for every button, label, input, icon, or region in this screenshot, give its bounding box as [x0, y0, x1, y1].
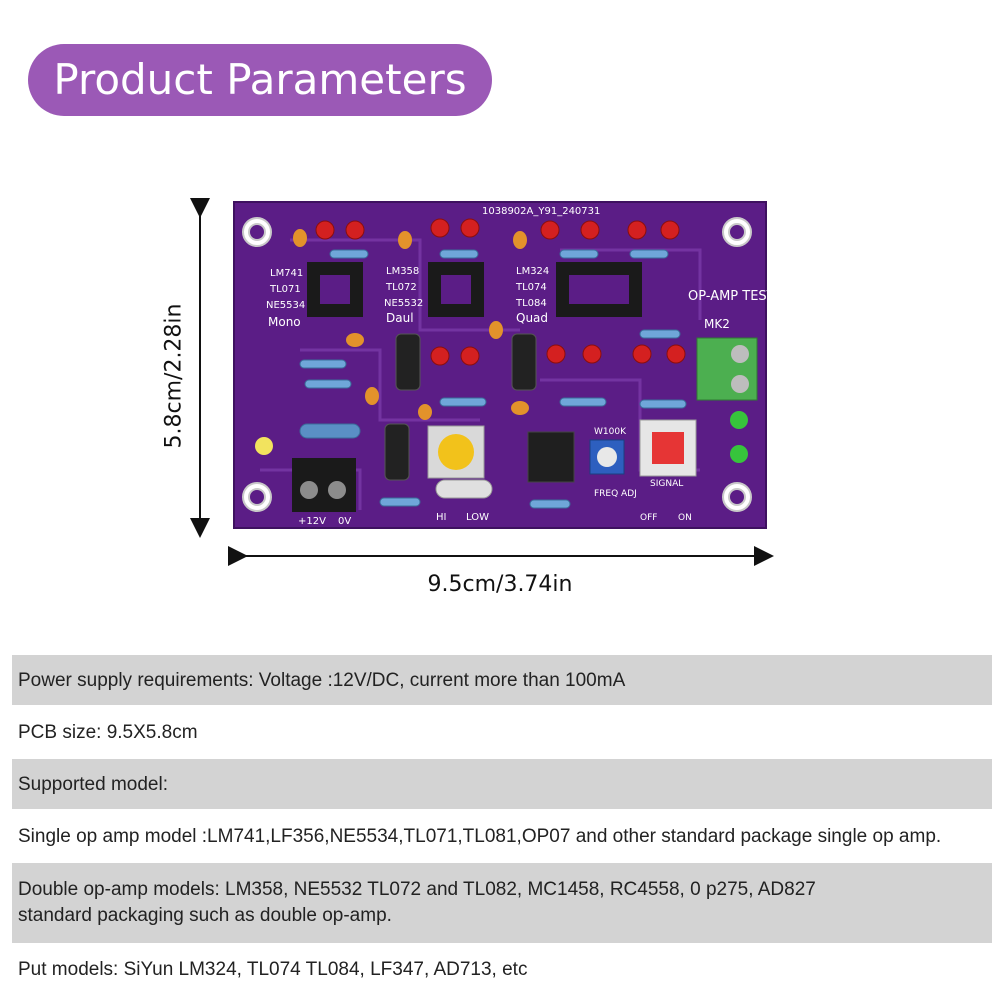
power-terminal-block: [292, 458, 356, 512]
product-image: 1038902A_Y91_240731 LM741 TL071 NE5534 M…: [190, 198, 792, 566]
signal-ic: [527, 431, 575, 483]
width-dimension-label: 9.5cm/3.74in: [427, 572, 573, 597]
spec-table: Power supply requirements: Voltage :12V/…: [12, 655, 992, 995]
ic-socket-mono: [307, 262, 363, 317]
svg-text:Quad: Quad: [516, 311, 548, 325]
serial-label: 1038902A_Y91_240731: [482, 206, 600, 217]
spec-row-supported-model: Supported model:: [12, 759, 992, 811]
mounting-holes: [242, 217, 752, 512]
svg-text:0V: 0V: [338, 516, 351, 527]
svg-text:LOW: LOW: [466, 512, 489, 523]
svg-text:MK2: MK2: [704, 317, 730, 331]
green-terminal-block: [696, 337, 758, 401]
height-dimension-label: 5.8cm/2.28in: [161, 303, 187, 449]
svg-text:LM741: LM741: [270, 268, 303, 279]
svg-text:NE5534: NE5534: [266, 300, 305, 311]
svg-text:Daul: Daul: [386, 311, 414, 325]
trimpot-w100k: [589, 439, 625, 475]
spec-row-double: Double op-amp models: LM358, NE5532 TL07…: [12, 863, 992, 945]
svg-text:TL074: TL074: [515, 282, 547, 293]
board-title: OP-AMP TESTER: [688, 289, 792, 304]
svg-text:W100K: W100K: [594, 427, 627, 437]
svg-text:SIGNAL: SIGNAL: [650, 479, 683, 489]
svg-text:+12V: +12V: [298, 516, 326, 527]
svg-text:FREQ ADJ: FREQ ADJ: [594, 489, 637, 499]
red-push-switch: [639, 419, 697, 477]
svg-text:TL072: TL072: [385, 282, 417, 293]
svg-text:Mono: Mono: [268, 315, 301, 329]
ic-socket-quad: [556, 262, 642, 317]
spec-row-power: Power supply requirements: Voltage :12V/…: [12, 655, 992, 707]
svg-text:HI: HI: [436, 512, 446, 523]
svg-text:OFF: OFF: [640, 513, 657, 523]
spec-row-pcb-size: PCB size: 9.5X5.8cm: [12, 707, 992, 759]
svg-text:LM358: LM358: [386, 266, 419, 277]
spec-row-single: Single op amp model :LM741,LF356,NE5534,…: [12, 811, 992, 863]
page-title: Product Parameters: [28, 44, 492, 116]
ic-socket-dual: [428, 262, 484, 317]
yellow-push-button: [427, 425, 485, 479]
svg-text:TL071: TL071: [269, 284, 301, 295]
svg-text:NE5532: NE5532: [384, 298, 423, 309]
svg-text:TL084: TL084: [515, 298, 547, 309]
spec-row-quad: Put models: SiYun LM324, TL074 TL084, LF…: [12, 945, 992, 995]
red-leds: [315, 218, 686, 366]
svg-text:ON: ON: [678, 513, 692, 523]
svg-text:LM324: LM324: [516, 266, 549, 277]
